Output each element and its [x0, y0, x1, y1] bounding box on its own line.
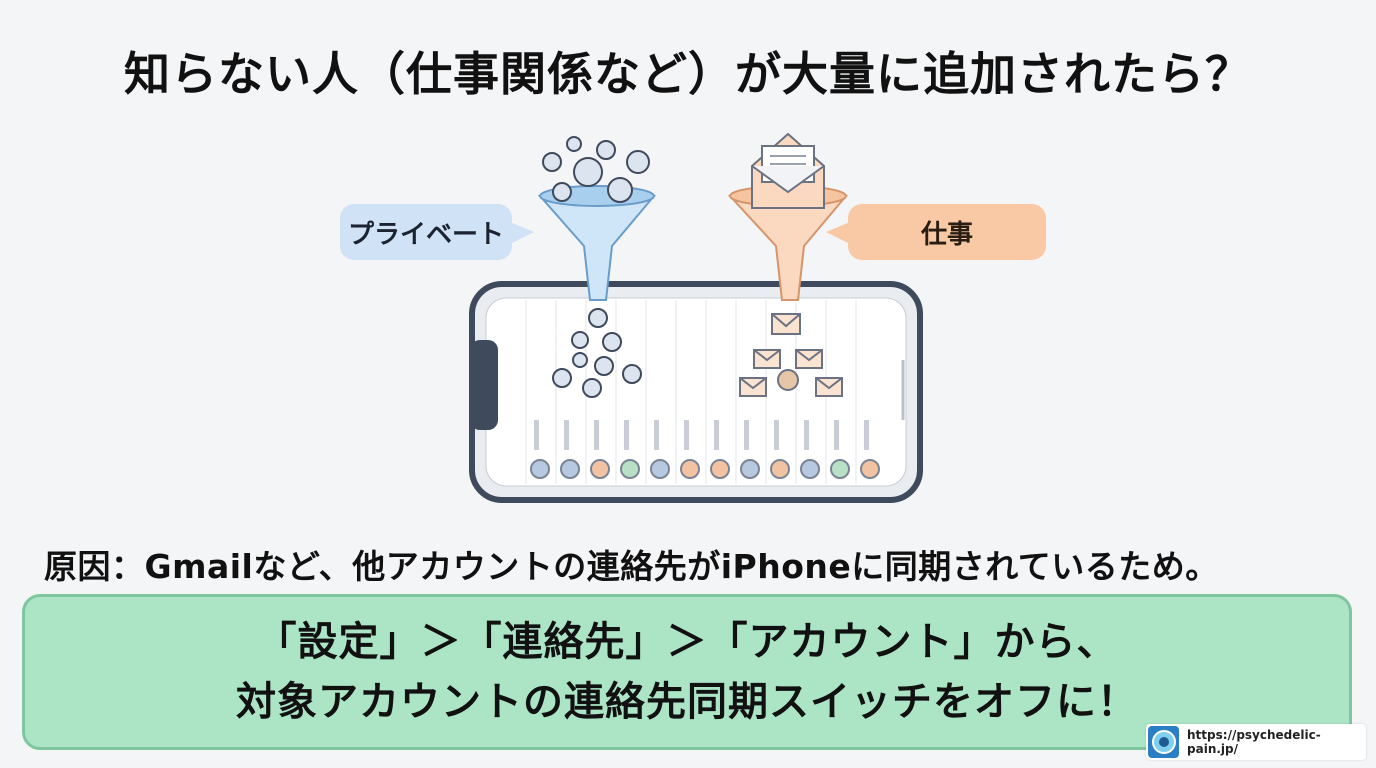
- small-envelopes-icon: [739, 313, 843, 397]
- private-bubble-tail: [510, 222, 534, 244]
- device-hack-logo-icon: [1148, 726, 1180, 758]
- cause-text: 原因：Gmailなど、他アカウントの連絡先がiPhoneに同期されているため。: [44, 547, 1219, 586]
- instruction-line-2: 対象アカウントの連絡先同期スイッチをオフに！: [236, 679, 1138, 725]
- phone-icon: [469, 281, 923, 503]
- mail-envelope-icon: [751, 132, 825, 209]
- work-bubble-tail: [826, 222, 850, 244]
- page-title: 知らない人（仕事関係など）が大量に追加されたら？: [124, 47, 1252, 101]
- private-label: プライベート: [340, 204, 512, 260]
- site-url[interactable]: https://psychedelic-pain.jp/: [1187, 728, 1321, 756]
- contact-avatars-icon: [542, 136, 650, 398]
- instruction-line-1: 「設定」＞「連絡先」＞「アカウント」から、: [256, 619, 1118, 665]
- site-badge[interactable]: https://psychedelic-pain.jp/: [1146, 724, 1366, 760]
- instruction-box: 「設定」＞「連絡先」＞「アカウント」から、 対象アカウントの連絡先同期スイッチを…: [22, 594, 1352, 750]
- work-label: 仕事: [848, 204, 1046, 260]
